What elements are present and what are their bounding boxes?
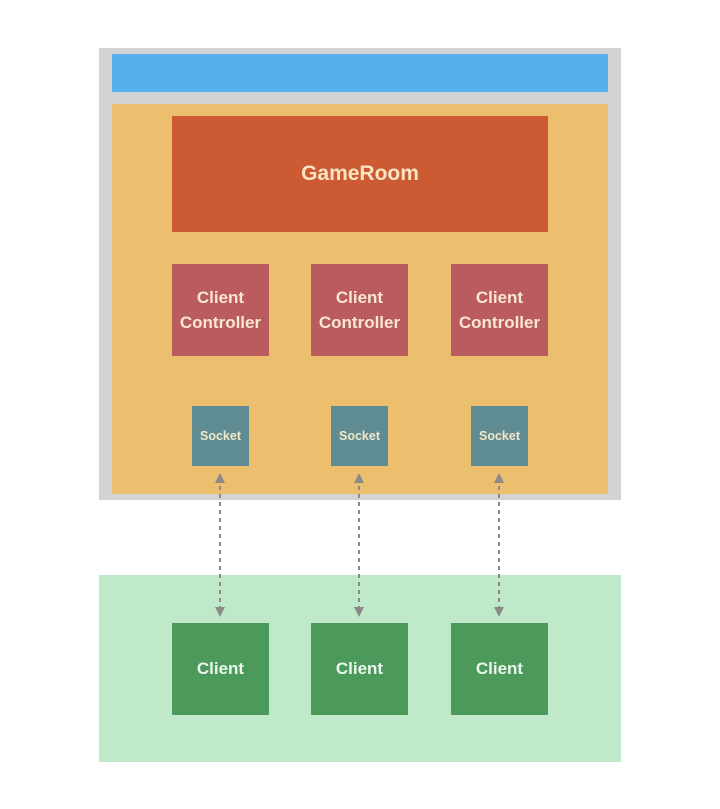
client-2: Client [311, 623, 408, 715]
gameroom-box: GameRoom [172, 116, 548, 232]
client-controller-2: Client Controller [311, 264, 408, 356]
client-controller-label: Client Controller [179, 288, 262, 332]
client-label: Client [475, 659, 524, 678]
client-controller-1: Client Controller [172, 264, 269, 356]
socket-label: Socket [339, 429, 380, 443]
socket-label: Socket [200, 429, 241, 443]
client-controller-label: Client Controller [318, 288, 401, 332]
gameroom-label: GameRoom [301, 162, 419, 185]
client-label: Client [335, 659, 384, 678]
socket-2: Socket [331, 406, 388, 466]
server-title-bar [112, 54, 608, 92]
client-1: Client [172, 623, 269, 715]
client-label: Client [196, 659, 245, 678]
client-controller-3: Client Controller [451, 264, 548, 356]
socket-label: Socket [479, 429, 520, 443]
socket-1: Socket [192, 406, 249, 466]
client-3: Client [451, 623, 548, 715]
socket-3: Socket [471, 406, 528, 466]
client-controller-label: Client Controller [458, 288, 541, 332]
